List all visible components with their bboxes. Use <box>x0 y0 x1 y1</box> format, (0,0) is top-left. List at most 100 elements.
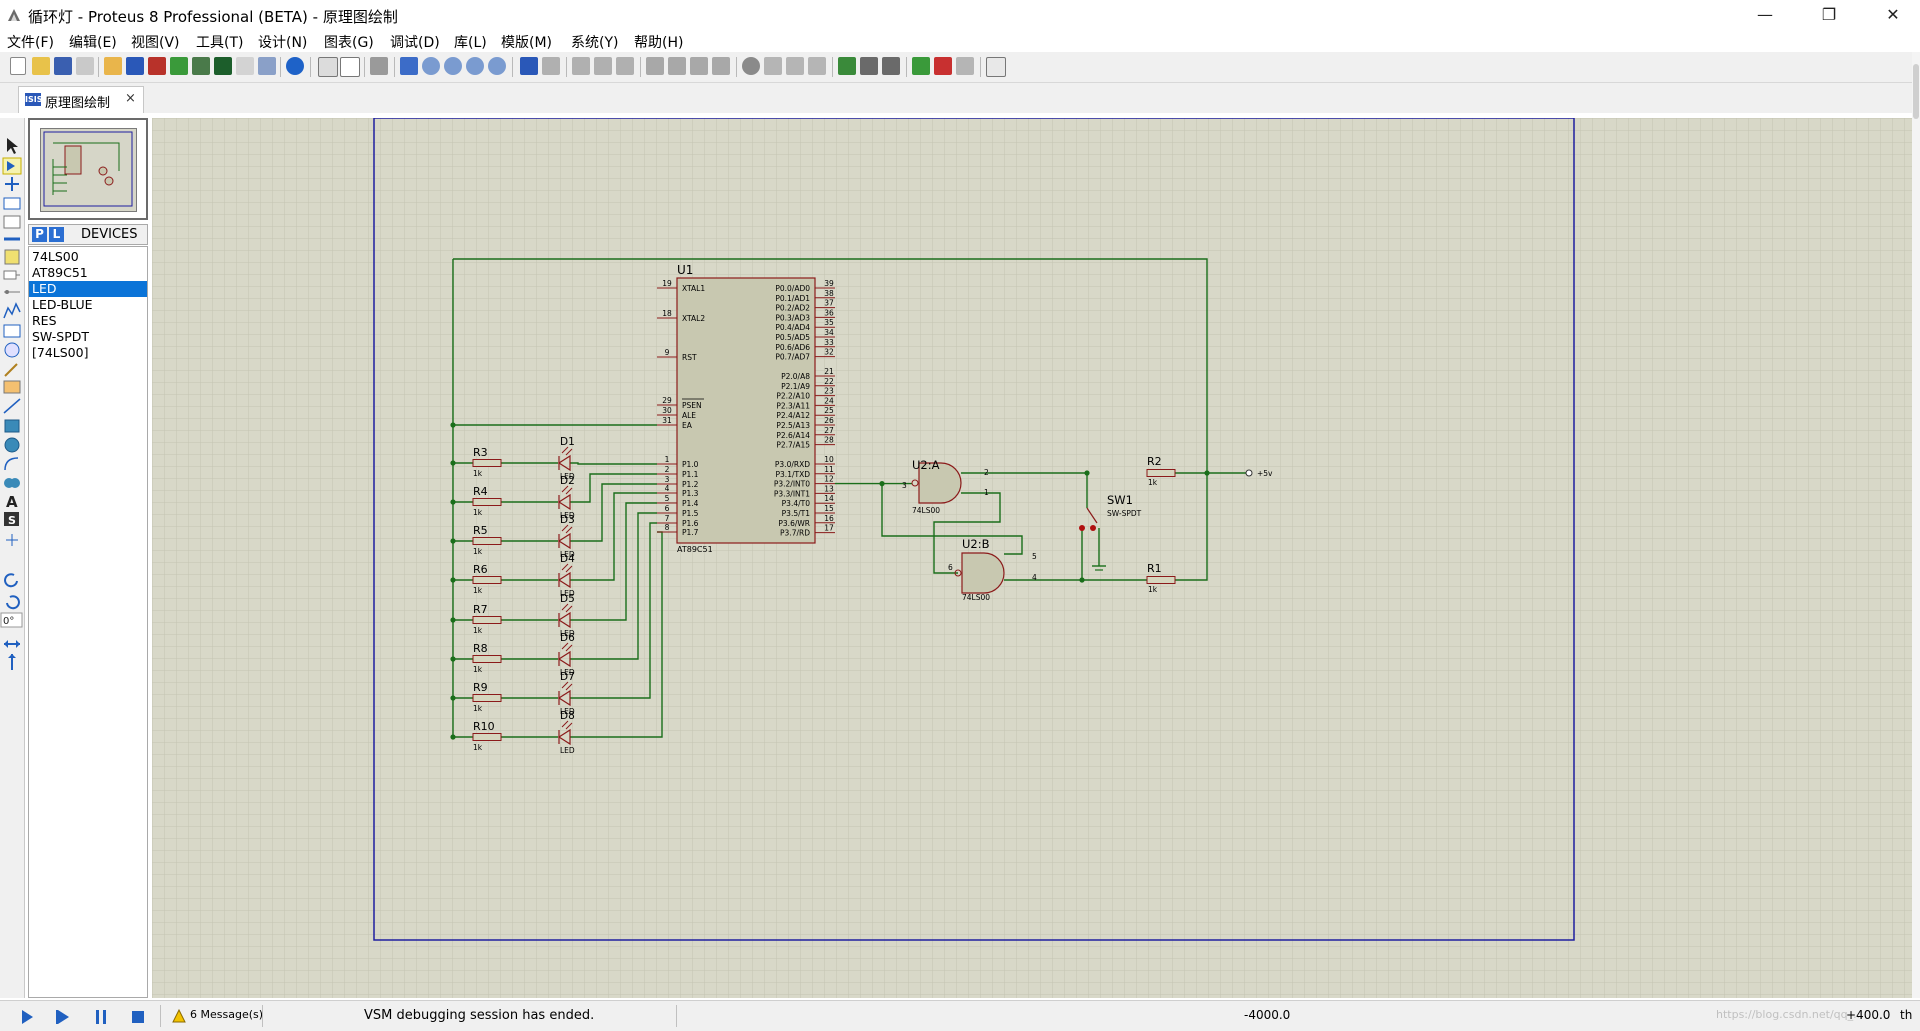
box-2d-icon[interactable] <box>4 419 20 433</box>
subcircuit-icon[interactable] <box>4 249 20 265</box>
step-icon[interactable] <box>58 1010 69 1024</box>
circle-2d-icon[interactable] <box>4 437 20 453</box>
overview-window[interactable] <box>28 118 148 220</box>
virtual-instruments-icon[interactable] <box>3 380 21 394</box>
help-icon[interactable] <box>286 57 304 75</box>
source-code-icon[interactable] <box>214 57 232 75</box>
menu-template[interactable]: 模版(M) <box>501 35 553 51</box>
zoom-out-icon[interactable] <box>444 57 462 75</box>
search-tag-icon[interactable] <box>860 57 878 75</box>
new-file-icon[interactable] <box>10 57 26 75</box>
symbol-2d-icon[interactable]: S <box>4 512 19 527</box>
new-sheet-icon[interactable] <box>912 57 930 75</box>
device-pins-icon[interactable] <box>4 290 20 294</box>
ares-icon[interactable] <box>148 57 166 75</box>
arc-2d-icon[interactable] <box>4 457 19 471</box>
grid-icon[interactable] <box>340 57 360 77</box>
vertical-scroll-thumb[interactable] <box>1913 64 1919 119</box>
cut-icon[interactable] <box>572 57 590 75</box>
exit-to-parent-icon[interactable] <box>956 57 974 75</box>
tab-schematic-capture[interactable]: ISIS 原理图绘制 × <box>18 86 144 113</box>
pause-icon-right[interactable] <box>103 1010 106 1024</box>
block-move-icon[interactable] <box>668 57 686 75</box>
maximize-button[interactable]: ❐ <box>1821 5 1837 24</box>
copy-icon[interactable] <box>594 57 612 75</box>
wire-autorouter-icon[interactable] <box>838 57 856 75</box>
play-icon[interactable] <box>22 1010 33 1024</box>
rotate-anticlockwise-icon[interactable] <box>6 595 20 610</box>
line-2d-icon[interactable] <box>3 398 21 414</box>
block-delete-icon[interactable] <box>712 57 730 75</box>
path-2d-icon[interactable] <box>4 478 20 488</box>
vertical-scrollbar[interactable] <box>1912 52 1920 998</box>
menu-file[interactable]: 文件(F) <box>7 35 54 51</box>
text-2d-icon[interactable]: A <box>6 493 18 511</box>
pan-icon[interactable] <box>400 57 418 75</box>
home-icon[interactable] <box>104 57 122 75</box>
zoom-all-icon[interactable] <box>466 57 484 75</box>
menu-debug[interactable]: 调试(D) <box>390 35 440 51</box>
property-assign-icon[interactable] <box>882 57 900 75</box>
origin-icon[interactable] <box>370 57 388 75</box>
selection-mode-icon[interactable] <box>7 138 18 154</box>
voltage-probe-icon[interactable] <box>4 363 18 377</box>
redo-icon[interactable] <box>542 57 560 75</box>
bom-icon[interactable] <box>170 57 188 75</box>
library-manager-button[interactable]: L <box>49 227 64 242</box>
terminals-icon[interactable] <box>3 270 20 280</box>
wire-label-icon[interactable] <box>3 197 21 210</box>
pick-device-icon[interactable] <box>742 57 760 75</box>
pause-icon-left[interactable] <box>96 1010 99 1024</box>
decompose-icon[interactable] <box>808 57 826 75</box>
open-folder-icon[interactable] <box>32 57 50 75</box>
messages-count[interactable]: 6 Message(s) <box>190 1008 264 1021</box>
pick-devices-button[interactable]: P <box>32 227 47 242</box>
mirror-x-icon[interactable] <box>4 640 20 648</box>
paste-icon[interactable] <box>616 57 634 75</box>
device-item-led[interactable]: LED <box>29 281 147 297</box>
menu-graph[interactable]: 图表(G) <box>324 35 374 51</box>
menu-view[interactable]: 视图(V) <box>131 35 180 51</box>
rotate-clockwise-icon[interactable] <box>4 573 18 588</box>
menu-help[interactable]: 帮助(H) <box>634 35 684 51</box>
isis-icon[interactable] <box>126 57 144 75</box>
notes-icon[interactable] <box>236 57 254 75</box>
tab-close-icon[interactable]: × <box>125 91 136 106</box>
device-item-led-blue[interactable]: LED-BLUE <box>32 297 93 312</box>
component-mode-icon[interactable] <box>2 157 22 175</box>
minimize-button[interactable]: — <box>1757 5 1773 24</box>
close-button[interactable]: ✕ <box>1886 5 1900 24</box>
stop-icon[interactable] <box>132 1011 144 1023</box>
device-item-sw-spdt[interactable]: SW-SPDT <box>32 329 90 344</box>
block-copy-icon[interactable] <box>646 57 664 75</box>
remove-sheet-icon[interactable] <box>934 57 952 75</box>
zoom-in-icon[interactable] <box>422 57 440 75</box>
text-script-icon[interactable] <box>3 215 21 229</box>
zoom-area-icon[interactable] <box>488 57 506 75</box>
import-icon[interactable] <box>76 57 94 75</box>
design-explorer-icon[interactable] <box>258 57 276 75</box>
menu-tools[interactable]: 工具(T) <box>196 35 244 51</box>
device-item-74ls00[interactable]: 74LS00 <box>32 249 79 264</box>
mirror-y-icon[interactable] <box>8 654 16 670</box>
rotation-angle-field[interactable]: 0° <box>0 612 23 628</box>
tape-recorder-icon[interactable] <box>3 324 21 338</box>
menu-system[interactable]: 系统(Y) <box>571 35 619 51</box>
block-rotate-icon[interactable] <box>690 57 708 75</box>
undo-icon[interactable] <box>520 57 538 75</box>
menu-design[interactable]: 设计(N) <box>258 35 308 51</box>
device-item-res[interactable]: RES <box>32 313 57 328</box>
schematic-drawing[interactable]: U1AT89C5119XTAL118XTAL29RST29PSEN30ALE31… <box>152 118 1912 998</box>
junction-dot-icon[interactable] <box>5 177 19 191</box>
marker-2d-icon[interactable] <box>6 534 18 546</box>
device-item-at89c51[interactable]: AT89C51 <box>32 265 88 280</box>
menu-edit[interactable]: 编辑(E) <box>69 35 117 51</box>
packaging-tool-icon[interactable] <box>786 57 804 75</box>
save-icon[interactable] <box>54 57 72 75</box>
netlist-icon[interactable] <box>986 57 1006 77</box>
pcb-icon[interactable] <box>192 57 210 75</box>
refresh-icon[interactable] <box>318 57 338 77</box>
device-item-74ls00-instance[interactable]: [74LS00] <box>32 345 89 360</box>
graph-mode-icon[interactable] <box>3 302 21 319</box>
